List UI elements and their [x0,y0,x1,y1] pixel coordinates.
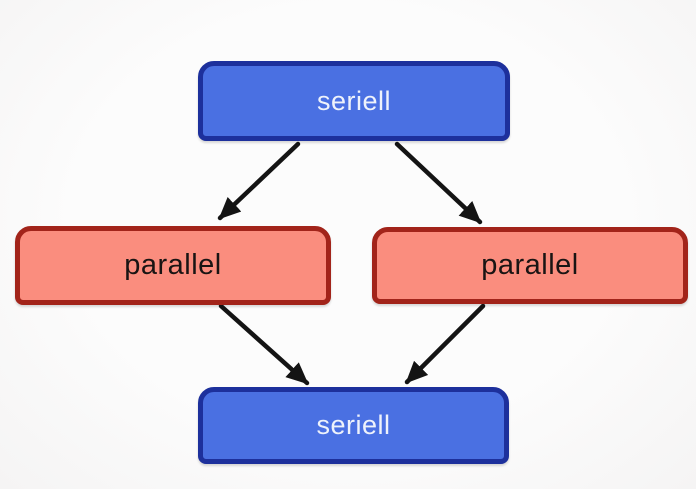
node-seriell-bottom-label: seriell [316,410,391,440]
node-seriell-top-label: seriell [316,85,392,116]
arrow-seriell-top-to-parallel-right [394,141,483,225]
node-parallel-left-label: parallel [124,249,222,281]
node-parallel-right[interactable]: parallel [372,227,688,304]
arrow-seriell-top-to-parallel-left [217,141,301,221]
node-seriell-top[interactable]: seriell [198,61,510,141]
arrow-parallel-right-to-seriell-bottom [404,303,486,385]
node-seriell-bottom[interactable]: seriell [198,387,509,464]
node-parallel-left[interactable]: parallel [15,226,331,305]
arrow-parallel-left-to-seriell-bottom [218,303,310,386]
node-parallel-right-label: parallel [481,249,579,281]
